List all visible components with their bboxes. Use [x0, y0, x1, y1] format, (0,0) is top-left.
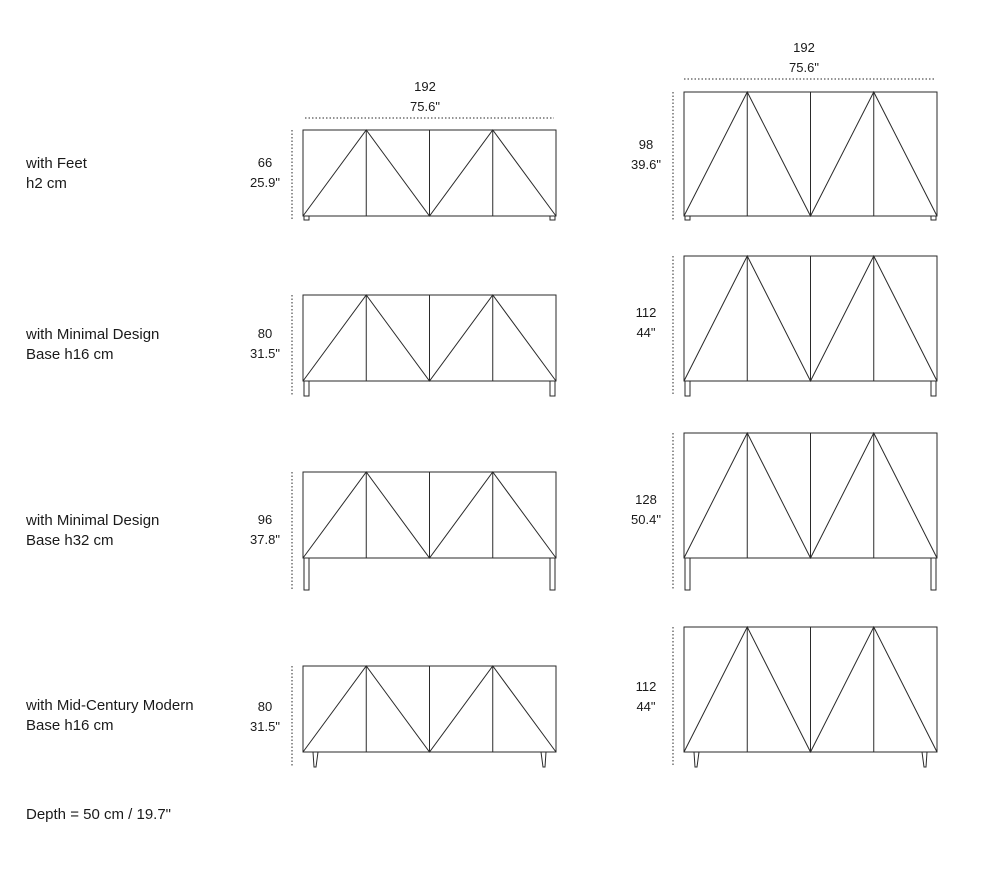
- base-leg-left: [312, 751, 319, 768]
- row-label-line-2: h2 cm: [26, 175, 67, 192]
- row-label-feet: with Feet h2 cm: [26, 154, 87, 194]
- base-leg-left: [303, 557, 310, 591]
- base-leg-right: [549, 557, 556, 591]
- base-leg-right: [549, 380, 556, 397]
- door-diagonal-pattern: [302, 471, 557, 559]
- height-in: 39.6": [631, 157, 661, 172]
- door-diagonal-pattern: [683, 90, 938, 218]
- height-cm: 128: [635, 492, 657, 507]
- row-label-midcentury: with Mid-Century Modern Base h16 cm: [26, 696, 194, 736]
- base-leg-right: [930, 557, 937, 591]
- door-diagonal-pattern: [683, 254, 938, 383]
- height-in: 31.5": [250, 346, 280, 361]
- foot-left: [684, 215, 691, 221]
- height-cm: 80: [257, 326, 273, 341]
- height-in: 37.8": [250, 532, 280, 547]
- row-label-line-1: with Feet: [26, 155, 87, 172]
- width-dimension-left: 192 75.6": [365, 77, 485, 117]
- base-leg-left: [684, 380, 691, 397]
- height-cm: 112: [635, 679, 657, 694]
- row-label-line-2: Base h16 cm: [26, 717, 114, 734]
- width-cm: 192: [793, 40, 815, 55]
- height-dimension-left-row-2: 80 31.5": [243, 324, 287, 364]
- base-leg-right: [540, 751, 547, 768]
- height-dimension-left-row-3: 96 37.8": [243, 510, 287, 550]
- row-label-line-2: Base h16 cm: [26, 346, 114, 363]
- base-leg-left: [303, 380, 310, 397]
- height-dimension-left-row-1: 66 25.9": [243, 153, 287, 193]
- door-diagonal-pattern: [683, 431, 938, 560]
- row-label-line-1: with Minimal Design: [26, 326, 160, 343]
- height-dimension-right-row-4: 112 44": [624, 677, 668, 717]
- width-in: 75.6": [410, 99, 440, 114]
- height-in: 25.9": [250, 175, 280, 190]
- row-label-line-1: with Mid-Century Modern: [26, 697, 194, 714]
- width-cm: 192: [414, 79, 436, 94]
- width-in: 75.6": [789, 60, 819, 75]
- height-in: 44": [636, 325, 656, 340]
- row-label-line-2: Base h32 cm: [26, 532, 114, 549]
- door-diagonal-pattern: [302, 129, 557, 217]
- door-diagonal-pattern: [302, 665, 557, 753]
- depth-note: Depth = 50 cm / 19.7": [26, 806, 171, 823]
- row-label-minimal-16: with Minimal Design Base h16 cm: [26, 325, 159, 365]
- door-diagonal-pattern: [683, 625, 938, 754]
- height-in: 50.4": [631, 512, 661, 527]
- height-cm: 66: [257, 155, 273, 170]
- height-dimension-right-row-2: 112 44": [624, 303, 668, 343]
- height-cm: 80: [257, 699, 273, 714]
- height-in: 31.5": [250, 719, 280, 734]
- base-leg-right: [930, 380, 937, 397]
- base-leg-right: [921, 751, 928, 768]
- base-leg-left: [693, 751, 700, 768]
- height-cm: 112: [635, 305, 657, 320]
- door-diagonal-pattern: [302, 294, 557, 382]
- height-dimension-right-row-1: 98 39.6": [624, 135, 668, 175]
- height-cm: 96: [257, 512, 273, 527]
- height-dimension-right-row-3: 128 50.4": [624, 490, 668, 530]
- foot-right: [549, 215, 556, 221]
- height-cm: 98: [638, 137, 654, 152]
- row-label-minimal-32: with Minimal Design Base h32 cm: [26, 511, 159, 551]
- foot-right: [930, 215, 937, 221]
- height-in: 44": [636, 699, 656, 714]
- height-dimension-left-row-4: 80 31.5": [243, 697, 287, 737]
- base-leg-left: [684, 557, 691, 591]
- width-dimension-right: 192 75.6": [744, 38, 864, 78]
- foot-left: [303, 215, 310, 221]
- row-label-line-1: with Minimal Design: [26, 512, 160, 529]
